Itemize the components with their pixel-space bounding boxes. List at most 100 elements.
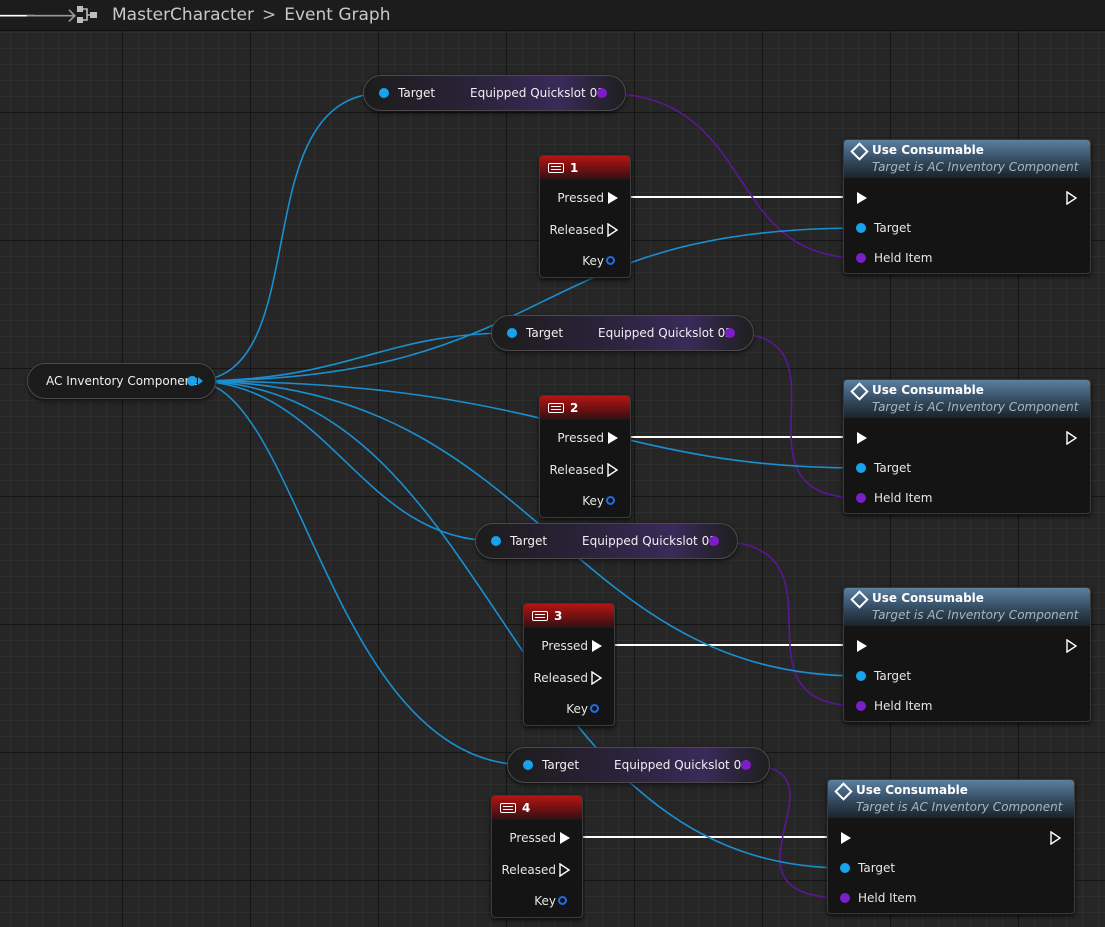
keyboard-icon	[548, 163, 564, 173]
target-label: Target	[874, 669, 912, 683]
key-label: Key	[582, 254, 604, 268]
use-consumable-node-4[interactable]: Use Consumable Target is AC Inventory Co…	[827, 779, 1075, 914]
exec-output-pin[interactable]	[1066, 431, 1078, 445]
getter-output-pin[interactable]	[597, 88, 607, 98]
exec-input-pin[interactable]	[841, 832, 851, 844]
pressed-exec-pin[interactable]	[560, 832, 570, 844]
released-exec-pin[interactable]	[559, 863, 571, 877]
function-header: Use Consumable Target is AC Inventory Co…	[844, 588, 1090, 626]
target-input-pin[interactable]	[840, 863, 850, 873]
getter-output-pin[interactable]	[709, 536, 719, 546]
key-event-2-node[interactable]: 2 Pressed Released Key	[539, 395, 631, 518]
getter-target-label: Target	[526, 326, 564, 340]
key-event-header: 3	[524, 604, 614, 628]
pressed-exec-pin[interactable]	[608, 192, 618, 204]
key-label: Key	[566, 702, 588, 716]
function-icon	[850, 382, 869, 401]
use-consumable-node-3[interactable]: Use Consumable Target is AC Inventory Co…	[843, 587, 1091, 722]
pin-arrow-icon	[198, 377, 203, 385]
exec-output-pin[interactable]	[1066, 639, 1078, 653]
target-input-pin[interactable]	[856, 223, 866, 233]
exec-output-pin[interactable]	[1050, 831, 1062, 845]
keyboard-icon	[500, 803, 516, 813]
getter-target-pin[interactable]	[523, 760, 533, 770]
getter-target-label: Target	[510, 534, 548, 548]
getter-output-label: Equipped Quickslot 02	[598, 326, 733, 340]
breadcrumb-separator: >	[262, 5, 277, 25]
function-header: Use Consumable Target is AC Inventory Co…	[828, 780, 1074, 818]
held-item-label: Held Item	[874, 699, 933, 713]
forward-button[interactable]: 🡒	[24, 0, 78, 30]
released-label: Released	[549, 463, 604, 477]
getter-output-pin[interactable]	[741, 760, 751, 770]
function-title: Use Consumable	[872, 143, 984, 157]
keyboard-icon	[532, 611, 548, 621]
pressed-label: Pressed	[509, 831, 556, 845]
key-output-pin[interactable]	[606, 496, 615, 505]
released-exec-pin[interactable]	[607, 223, 619, 237]
exec-input-pin[interactable]	[857, 192, 867, 204]
held-item-label: Held Item	[874, 491, 933, 505]
released-label: Released	[533, 671, 588, 685]
getter-target-pin[interactable]	[491, 536, 501, 546]
function-header: Use Consumable Target is AC Inventory Co…	[844, 380, 1090, 418]
breadcrumb-graph[interactable]: Event Graph	[284, 5, 391, 25]
held-item-input-pin[interactable]	[856, 493, 866, 503]
object-wire-func-4	[192, 380, 846, 869]
pressed-exec-pin[interactable]	[592, 640, 602, 652]
held-item-input-pin[interactable]	[840, 893, 850, 903]
ac-inventory-output-pin[interactable]	[187, 376, 197, 386]
equipped-quickslot-02-node[interactable]: Target Equipped Quickslot 02	[491, 315, 754, 351]
object-wire-func-2	[192, 380, 861, 469]
getter-output-pin[interactable]	[725, 328, 735, 338]
getter-target-pin[interactable]	[507, 328, 517, 338]
use-consumable-node-2[interactable]: Use Consumable Target is AC Inventory Co…	[843, 379, 1091, 514]
equipped-quickslot-03-node[interactable]: Target Equipped Quickslot 03	[475, 523, 738, 559]
use-consumable-node-1[interactable]: Use Consumable Target is AC Inventory Co…	[843, 139, 1091, 274]
exec-output-pin[interactable]	[1066, 191, 1078, 205]
exec-input-pin[interactable]	[857, 432, 867, 444]
released-exec-pin[interactable]	[607, 463, 619, 477]
equipped-quickslot-01-node[interactable]: Target Equipped Quickslot 01	[363, 75, 626, 111]
target-label: Target	[874, 221, 912, 235]
pressed-label: Pressed	[557, 191, 604, 205]
back-button[interactable]: 🡐	[0, 0, 37, 30]
ac-inventory-component-label: AC Inventory Component	[46, 374, 197, 388]
held-item-label: Held Item	[858, 891, 917, 905]
function-subtitle: Target is AC Inventory Component	[872, 608, 1079, 622]
struct-wire-3	[712, 540, 861, 707]
key-event-3-node[interactable]: 3 Pressed Released Key	[523, 603, 615, 726]
target-input-pin[interactable]	[856, 463, 866, 473]
equipped-quickslot-04-node[interactable]: Target Equipped Quickslot 04	[507, 747, 770, 783]
forward-arrow-icon: 🡒	[24, 3, 78, 27]
ac-inventory-component-node[interactable]: AC Inventory Component	[27, 363, 216, 399]
pressed-label: Pressed	[557, 431, 604, 445]
exec-input-pin[interactable]	[857, 640, 867, 652]
key-output-pin[interactable]	[558, 896, 567, 905]
function-title: Use Consumable	[872, 591, 984, 605]
getter-target-pin[interactable]	[379, 88, 389, 98]
struct-wire-2	[729, 332, 861, 499]
key-event-key: 1	[570, 161, 579, 175]
object-wire-func-1	[192, 227, 861, 382]
function-title: Use Consumable	[856, 783, 968, 797]
getter-output-label: Equipped Quickslot 03	[582, 534, 717, 548]
key-output-pin[interactable]	[606, 256, 615, 265]
key-event-key: 4	[522, 801, 531, 815]
target-input-pin[interactable]	[856, 671, 866, 681]
pressed-exec-pin[interactable]	[608, 432, 618, 444]
key-event-4-node[interactable]: 4 Pressed Released Key	[491, 795, 583, 918]
breadcrumb-blueprint[interactable]: MasterCharacter	[112, 5, 254, 25]
key-event-header: 2	[540, 396, 630, 420]
function-icon	[834, 782, 853, 801]
key-event-1-node[interactable]: 1 Pressed Released Key	[539, 155, 631, 278]
released-exec-pin[interactable]	[591, 671, 603, 685]
object-wire-getter-4	[192, 380, 529, 766]
object-wire-getter-1	[192, 92, 385, 382]
held-item-input-pin[interactable]	[856, 701, 866, 711]
held-item-input-pin[interactable]	[856, 253, 866, 263]
object-wire-getter-2	[192, 332, 513, 382]
function-subtitle: Target is AC Inventory Component	[872, 400, 1079, 414]
getter-output-label: Equipped Quickslot 04	[614, 758, 749, 772]
key-output-pin[interactable]	[590, 704, 599, 713]
